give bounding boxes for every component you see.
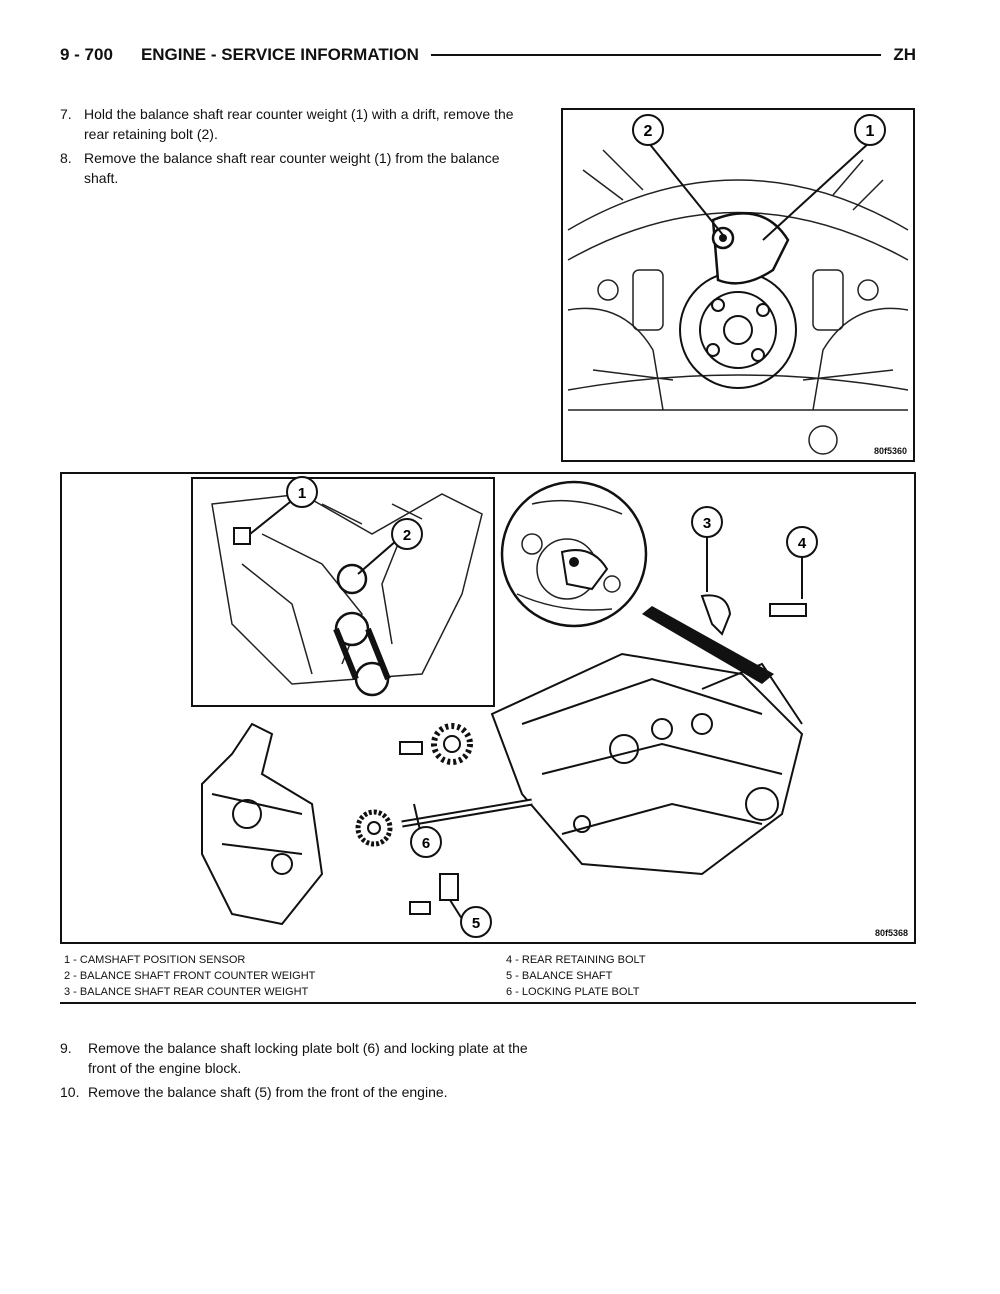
legend-item: 5 - BALANCE SHAFT	[506, 970, 613, 982]
svg-text:1: 1	[298, 485, 306, 502]
step-text: Remove the balance shaft (5) from the fr…	[88, 1084, 448, 1100]
figure-code: 80f5360	[873, 446, 907, 456]
legend-item: 4 - REAR RETAINING BOLT	[506, 954, 646, 966]
figure-legend-right: 4 - REAR RETAINING BOLT 5 - BALANCE SHAF…	[506, 952, 646, 1000]
step-item: 8. Remove the balance shaft rear counter…	[60, 148, 530, 188]
model-code: ZH	[893, 45, 916, 64]
steps-bottom: 9. Remove the balance shaft locking plat…	[60, 1038, 530, 1106]
figure-code: 80f5368	[874, 928, 908, 938]
page-header: 9 - 700 ENGINE - SERVICE INFORMATION ZH	[60, 40, 916, 70]
step-number: 7.	[60, 106, 72, 122]
section-divider	[60, 1002, 916, 1004]
figure-legend-left: 1 - CAMSHAFT POSITION SENSOR 2 - BALANCE…	[64, 952, 315, 1000]
callout-3: 3	[691, 506, 723, 538]
header-rule	[430, 54, 882, 56]
counterweight-illustration: 2 1	[567, 114, 909, 455]
page-number: 9 - 700	[60, 45, 113, 64]
balance-shaft-illustration: 1 2 3 4 5 6	[191, 476, 818, 938]
step-text: Remove the balance shaft locking plate b…	[88, 1040, 528, 1076]
steps-top: 7. Hold the balance shaft rear counter w…	[60, 104, 530, 192]
figure-balance-shaft-exploded: 1 2 3 4 5 6 80f5368	[60, 472, 916, 944]
legend-item: 6 - LOCKING PLATE BOLT	[506, 986, 640, 998]
step-text: Hold the balance shaft rear counter weig…	[84, 106, 514, 142]
section-title: ENGINE - SERVICE INFORMATION	[140, 45, 419, 64]
step-number: 9.	[60, 1040, 72, 1056]
svg-text:3: 3	[703, 515, 711, 532]
step-number: 8.	[60, 150, 72, 166]
figure-counterweight-closeup: 2 1 80f5360	[561, 108, 915, 462]
svg-text:2: 2	[644, 123, 653, 140]
callout-1: 1	[286, 476, 318, 508]
callout-2: 2	[391, 518, 423, 550]
callout-2: 2	[632, 114, 664, 146]
legend-item: 2 - BALANCE SHAFT FRONT COUNTER WEIGHT	[64, 970, 316, 982]
legend-item: 1 - CAMSHAFT POSITION SENSOR	[64, 954, 246, 966]
step-item: 7. Hold the balance shaft rear counter w…	[60, 104, 530, 144]
callout-6: 6	[410, 826, 442, 858]
svg-text:5: 5	[472, 915, 480, 932]
step-text: Remove the balance shaft rear counter we…	[84, 150, 500, 186]
svg-text:1: 1	[866, 123, 875, 140]
step-item: 10. Remove the balance shaft (5) from th…	[60, 1082, 530, 1102]
svg-text:6: 6	[422, 835, 430, 852]
step-number: 10.	[60, 1084, 80, 1100]
svg-text:2: 2	[403, 527, 411, 544]
callout-5: 5	[460, 906, 492, 938]
legend-item: 3 - BALANCE SHAFT REAR COUNTER WEIGHT	[64, 986, 309, 998]
callout-1: 1	[854, 114, 886, 146]
step-item: 9. Remove the balance shaft locking plat…	[60, 1038, 530, 1078]
svg-text:4: 4	[798, 535, 807, 552]
callout-4: 4	[786, 526, 818, 558]
inset-frame	[191, 477, 495, 707]
